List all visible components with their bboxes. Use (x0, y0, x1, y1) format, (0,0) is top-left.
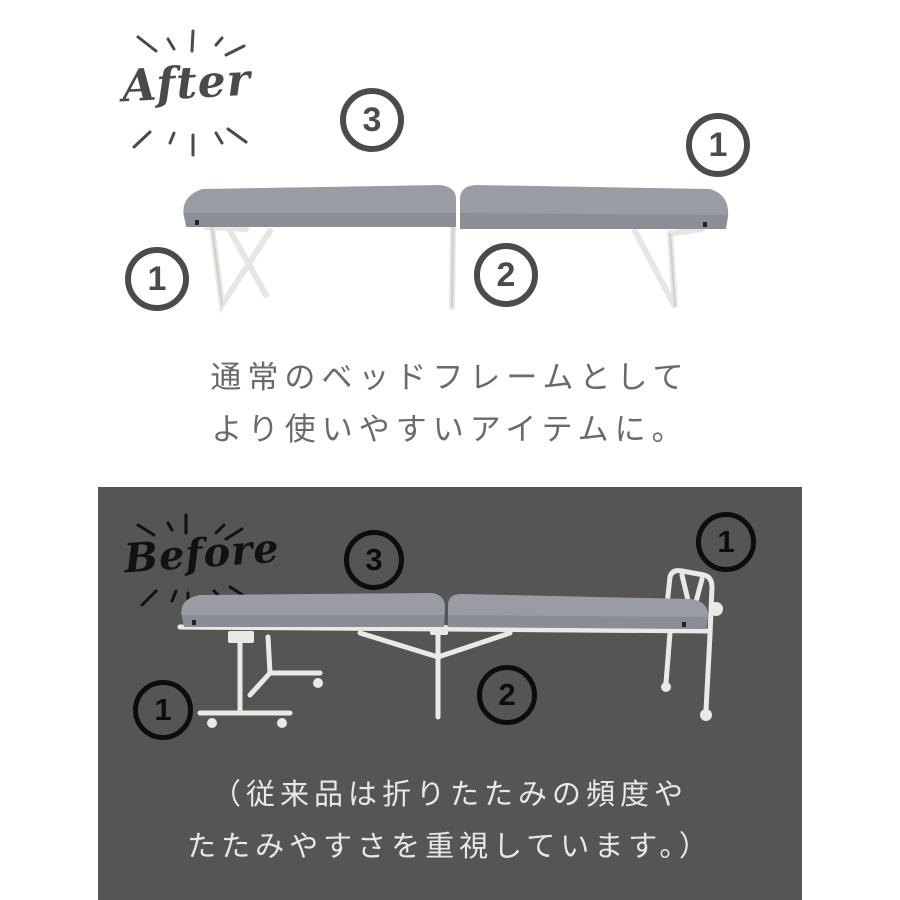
marker-number: 2 (496, 255, 516, 294)
after-caption-line-2: より使いやすいアイテムに。 (211, 412, 689, 448)
after-label: After (120, 54, 253, 113)
before-marker-2: 2 (477, 665, 537, 725)
marker-number: 1 (147, 259, 167, 298)
after-marker-2: 2 (474, 243, 538, 307)
after-marker-1-right: 1 (686, 113, 750, 177)
marker-number: 1 (717, 524, 735, 559)
after-bed-image (170, 175, 740, 320)
before-marker-1-left: 1 (133, 680, 193, 740)
before-bed-image (170, 565, 740, 740)
before-caption-line-1: （従来品は折りたたみの頻度や (211, 777, 688, 811)
before-section (98, 487, 802, 900)
marker-number: 2 (498, 677, 516, 712)
after-marker-3: 3 (340, 88, 404, 152)
marker-number: 1 (154, 692, 172, 727)
marker-number: 3 (365, 542, 383, 577)
marker-number: 1 (708, 125, 728, 164)
after-marker-1-left: 1 (125, 247, 189, 311)
before-marker-3: 3 (344, 530, 404, 590)
before-marker-1-right: 1 (696, 512, 756, 572)
after-section: After 3 1 1 2 (0, 29, 900, 456)
before-caption: （従来品は折りたたみの頻度や たたみやすさを重視しています。） (98, 768, 802, 872)
marker-number: 3 (362, 100, 382, 139)
after-caption-line-1: 通常のベッドフレームとして (210, 360, 690, 396)
after-burst-decoration (132, 29, 248, 157)
before-caption-line-2: たたみやすさを重視しています。） (187, 829, 713, 863)
after-caption: 通常のベッドフレームとして より使いやすいアイテムに。 (0, 352, 900, 456)
